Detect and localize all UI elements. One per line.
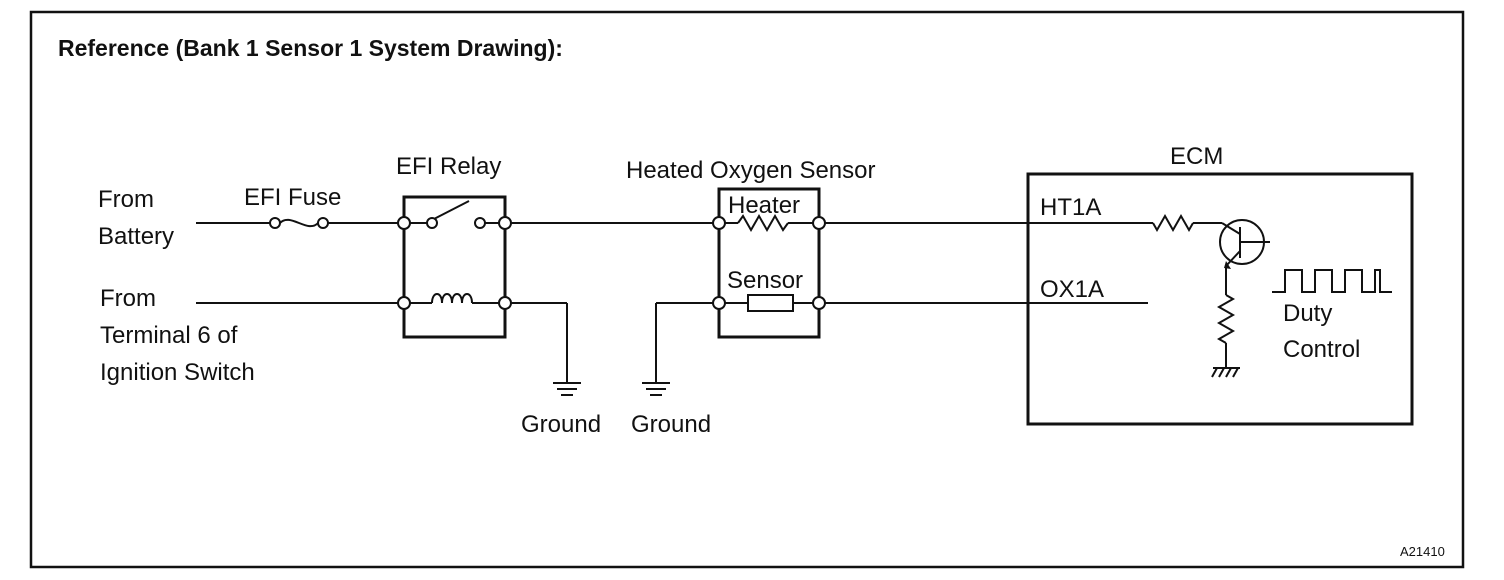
heated-oxygen-sensor-label: Heated Oxygen Sensor [626,157,875,184]
efi-relay [397,195,512,339]
duty-waveform-icon [1272,269,1392,293]
ox1a-label: OX1A [1040,276,1104,303]
ecm-driver-circuit [1152,213,1270,378]
battery-wire [196,217,398,229]
diagram-title: Reference (Bank 1 Sensor 1 System Drawin… [58,35,563,61]
relay-ground [511,302,581,396]
efi-relay-label: EFI Relay [396,153,501,180]
sensor-element-symbol [747,294,794,312]
from-ignition-label-1: From [100,285,156,312]
ecm-box [1026,172,1414,426]
relay-coil-symbol [431,293,473,304]
duty-control-label-1: Duty [1283,300,1332,327]
sensor-ground [642,302,713,396]
ht1a-label: HT1A [1040,194,1101,221]
heater-resistor-symbol [737,213,789,233]
figure-code: A21410 [1400,544,1445,559]
ground-label-sensor: Ground [631,411,711,438]
ground-label-relay: Ground [521,411,601,438]
from-ignition-label-3: Ignition Switch [100,359,255,386]
from-battery-label-1: From [98,186,154,213]
diagram-frame [29,10,1465,569]
efi-fuse-symbol [279,218,319,228]
heater-label: Heater [728,192,800,219]
efi-fuse-label: EFI Fuse [244,184,341,211]
heated-oxygen-sensor [712,187,826,339]
base-resistor-symbol [1152,213,1194,233]
duty-control-label-2: Control [1283,336,1360,363]
from-battery-label-2: Battery [98,223,174,250]
emitter-resistor-symbol [1216,294,1236,344]
sensor-label: Sensor [727,267,803,294]
ecm-label: ECM [1170,143,1223,170]
from-ignition-label-2: Terminal 6 of [100,322,238,349]
